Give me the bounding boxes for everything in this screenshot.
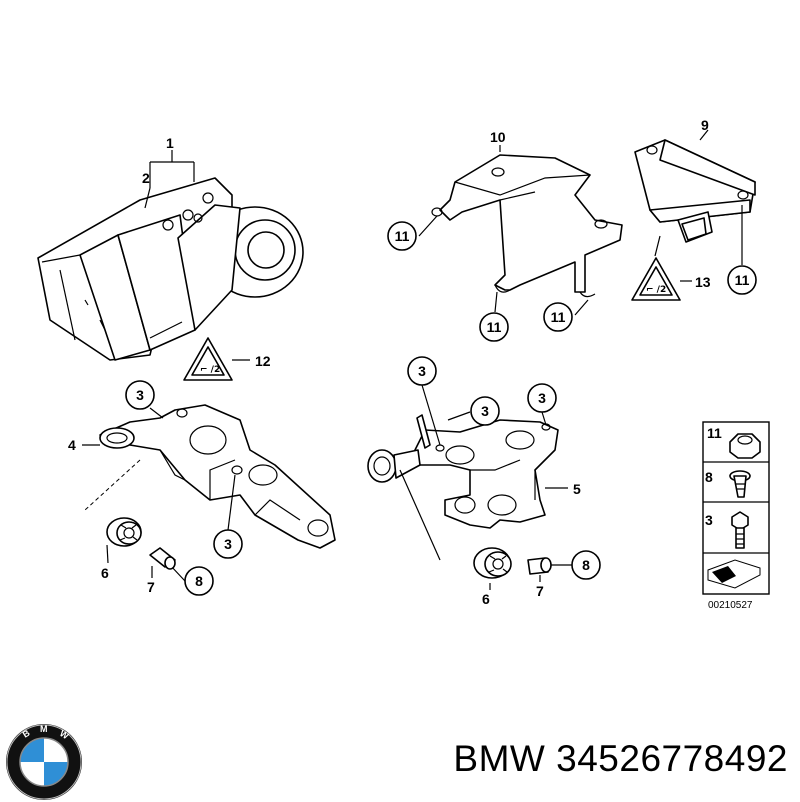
bmw-logo: B M W [6, 724, 82, 800]
callout-3-c: 3 [418, 363, 426, 379]
callout-11-d: 11 [735, 272, 750, 288]
arrow-icon [707, 559, 761, 589]
callout-11-b: 11 [487, 319, 502, 335]
callout-10: 10 [490, 129, 506, 145]
warning-label-13: ⌐ /2 [631, 235, 692, 301]
callout-3-a: 3 [136, 387, 144, 403]
legend-label-3: 3 [705, 512, 713, 528]
bolt-long-icon [731, 511, 749, 549]
callout-8-a: 8 [195, 573, 203, 589]
callout-4: 4 [68, 437, 76, 453]
callout-1: 1 [166, 135, 174, 151]
callout-11-a: 11 [395, 228, 410, 244]
callout-leaders-1-2 [144, 150, 195, 209]
svg-text:⌐ /2: ⌐ /2 [646, 285, 666, 295]
callout-7-a: 7 [147, 579, 155, 595]
footer: B M W BMW 34526778492 [0, 690, 800, 800]
svg-text:B: B [21, 728, 32, 740]
callout-12: 12 [255, 353, 271, 369]
callout-2: 2 [142, 170, 150, 186]
footer-caption: BMW 34526778492 [453, 738, 788, 780]
callout-9: 9 [701, 117, 709, 133]
callout-5: 5 [573, 481, 581, 497]
callout-3-circle-e [527, 383, 557, 413]
bracket-10 [431, 145, 623, 298]
callout-leaders-11 [418, 205, 743, 316]
exploded-parts-diagram: 1 2 ⌐ /2 12 10 9 ⌐ /2 [37, 117, 770, 611]
svg-text:M: M [40, 724, 48, 734]
callout-13: 13 [695, 274, 711, 290]
callout-11-c: 11 [551, 309, 566, 325]
callout-3-circle-d [470, 396, 500, 426]
footer-part-number: 34526778492 [556, 738, 788, 779]
fastener-legend [702, 421, 770, 595]
abs-hydraulic-unit [37, 177, 304, 361]
grommet-6-right [473, 547, 512, 579]
callout-6-b: 6 [482, 591, 490, 607]
callout-3-circle-b [213, 529, 243, 559]
bracket-4 [82, 404, 336, 549]
legend-label-11: 11 [707, 425, 722, 441]
legend-label-8: 8 [705, 469, 713, 485]
callout-11-circle-a [387, 221, 417, 251]
nut-icon [729, 433, 761, 459]
callout-8-circle-b [571, 550, 601, 580]
sleeve-7-left [149, 547, 176, 570]
callout-3-circle-c [407, 356, 437, 386]
svg-text:⌐ /2: ⌐ /2 [200, 365, 220, 375]
callout-11-circle-d [727, 265, 757, 295]
callout-3-d: 3 [481, 403, 489, 419]
callout-3-e: 3 [538, 390, 546, 406]
bracket-5 [367, 414, 568, 529]
bolt-small-icon [729, 470, 751, 498]
callout-8-b: 8 [582, 557, 590, 573]
callout-8-circle-a [184, 566, 214, 596]
callout-3-b: 3 [224, 536, 232, 552]
callout-3-circle-a [125, 380, 155, 410]
callout-6-a: 6 [101, 565, 109, 581]
sleeve-7-right [527, 557, 552, 575]
diagram-code: 00210527 [708, 600, 753, 611]
footer-brand: BMW [453, 738, 546, 779]
grommet-6-left [106, 517, 142, 547]
callout-11-circle-c [543, 302, 573, 332]
callout-7-b: 7 [536, 583, 544, 599]
callout-11-circle-b [479, 312, 509, 342]
callout-leaders-right [399, 384, 572, 590]
warning-label-12: ⌐ /2 [183, 337, 250, 381]
control-unit-9 [634, 129, 756, 243]
